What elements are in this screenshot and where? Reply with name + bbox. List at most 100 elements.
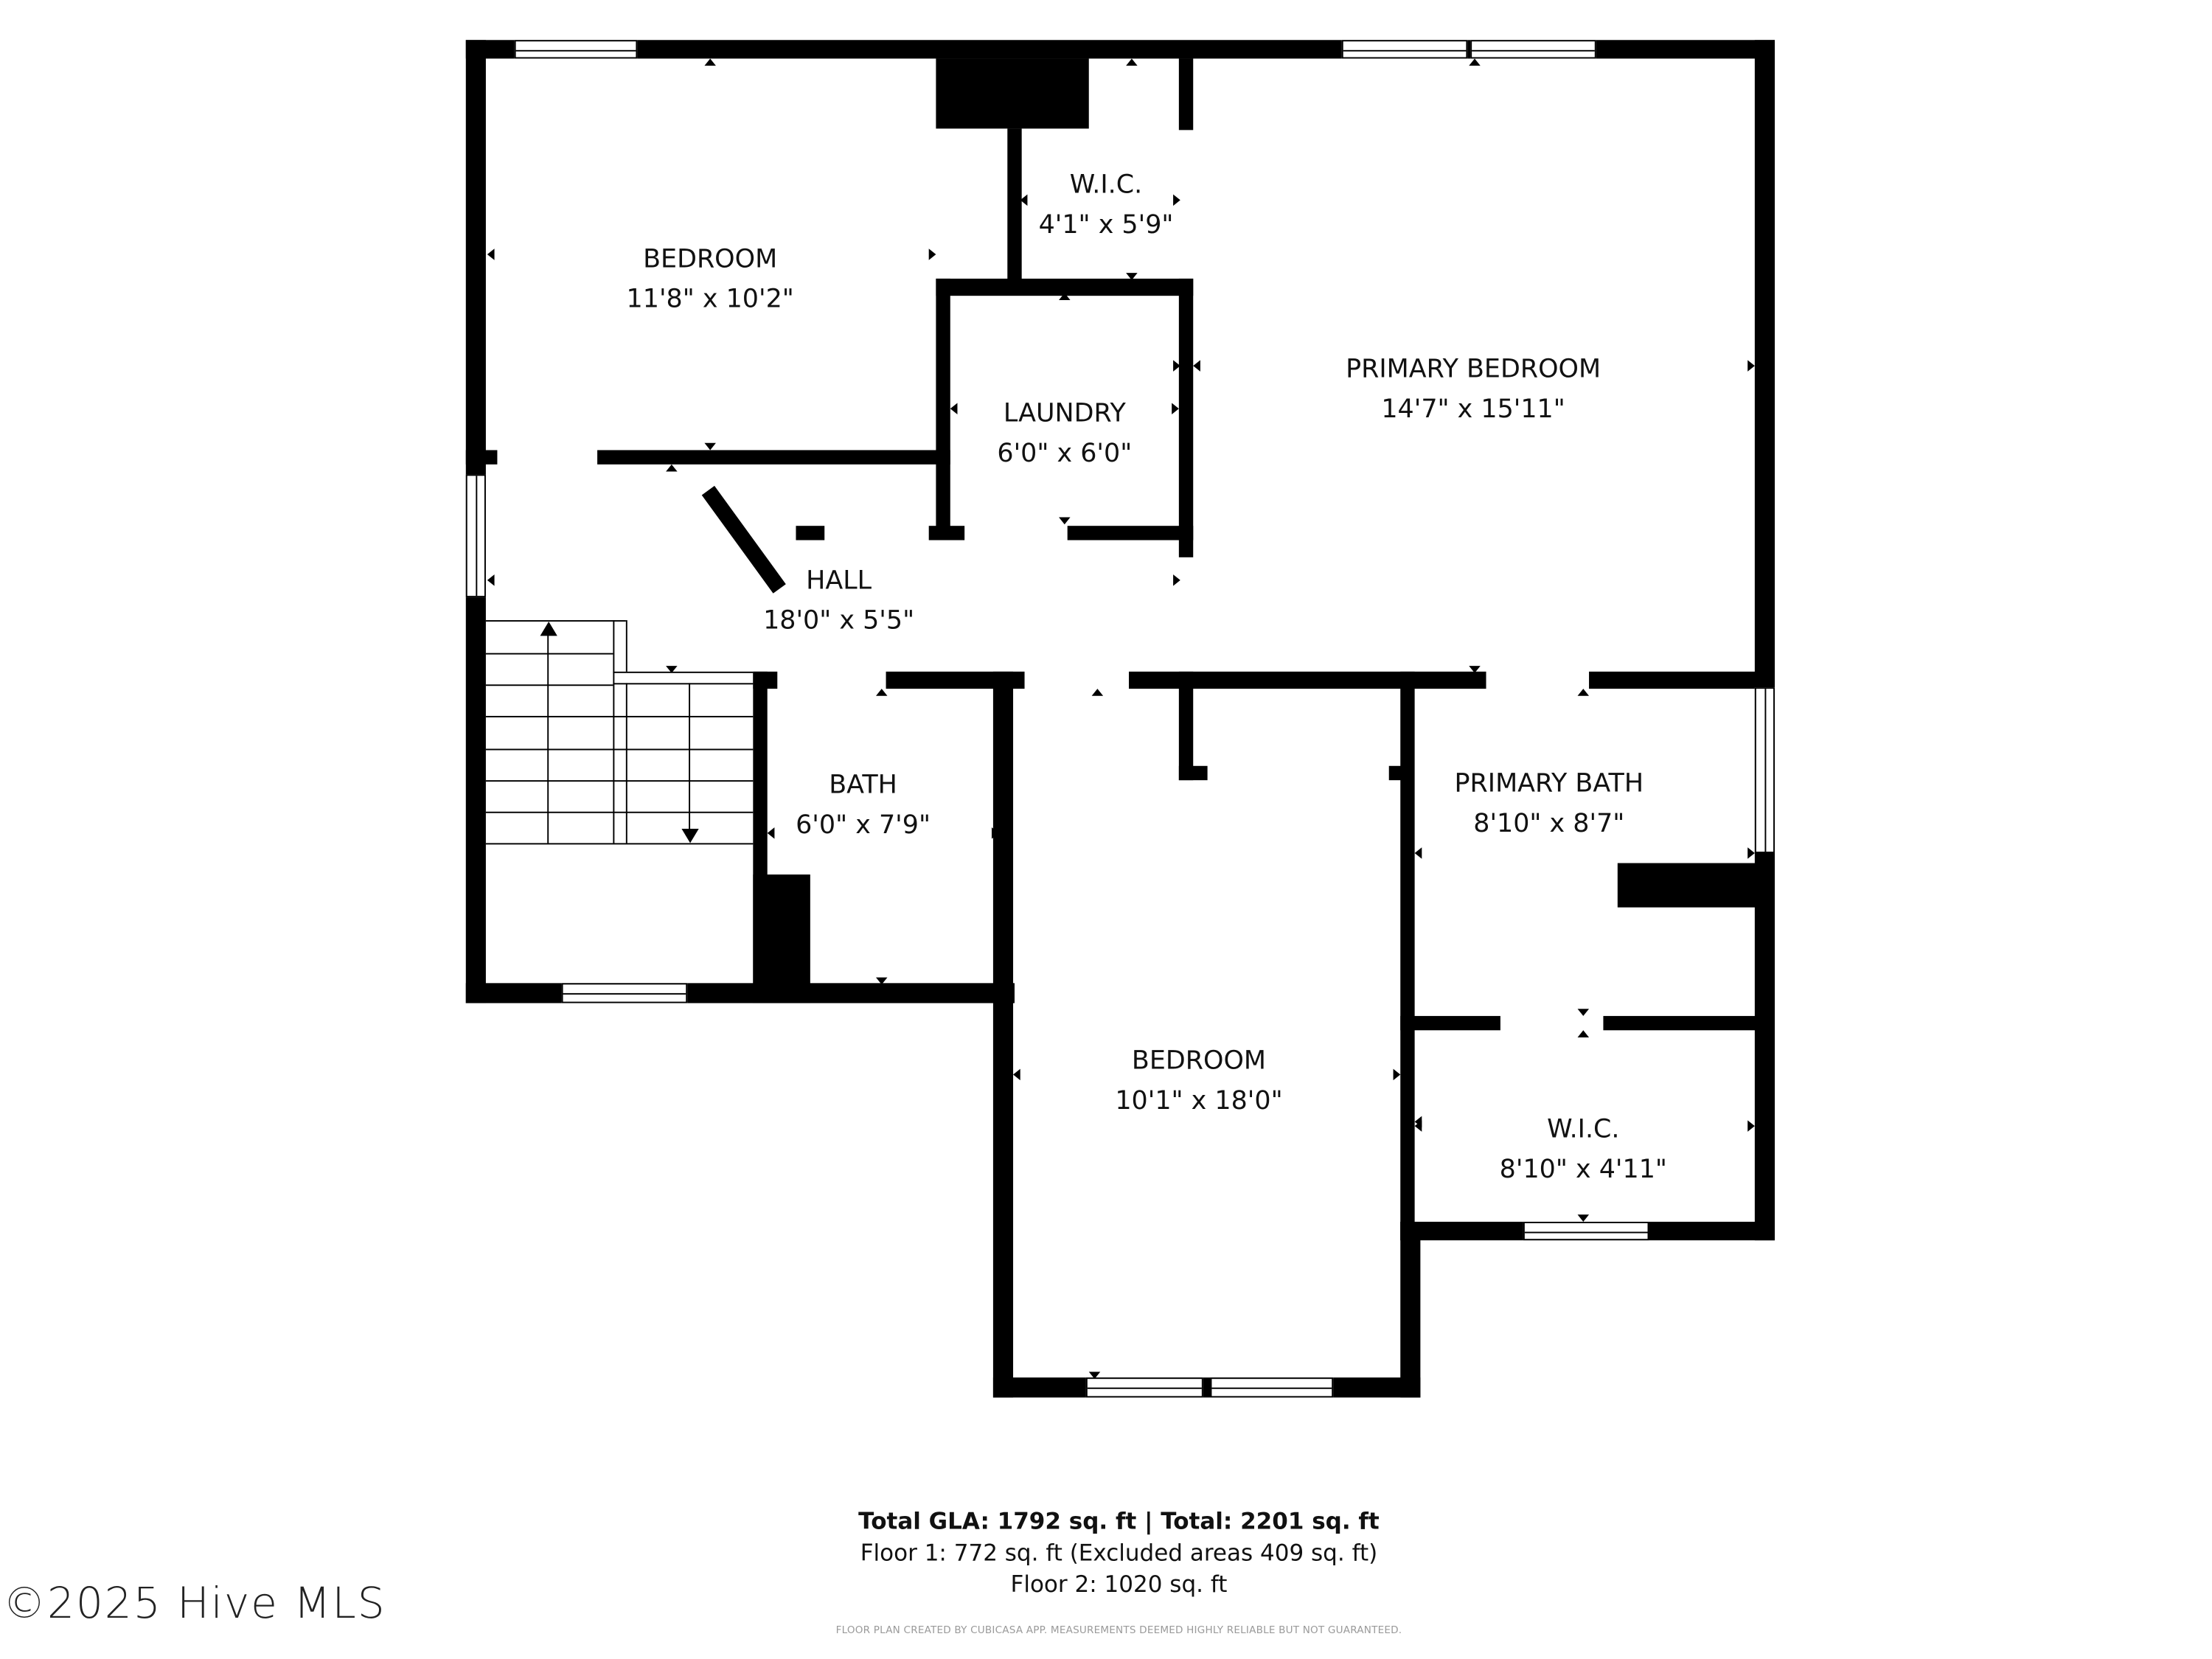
floor1-area: Floor 1: 772 sq. ft (Excluded areas 409 … [860,1539,1378,1567]
dimension-marker-icon [1747,1120,1755,1132]
window-primary-bath [1754,687,1775,853]
dimension-marker-icon [704,58,716,66]
bath-block [753,874,810,1004]
dimension-marker-icon [1173,360,1180,372]
dimension-marker-icon [1013,1068,1020,1081]
wall-bedroom1-bottom-b [597,450,950,465]
room-dimensions: 8'10" x 4'11" [1499,1154,1667,1185]
room-name: W.I.C. [1547,1114,1620,1145]
dimension-marker-icon [1172,403,1179,415]
dimension-marker-icon [991,827,999,839]
dimension-marker-icon [1414,847,1422,859]
room-label-wic-2: W.I.C. 8'10" x 4'11" [1500,1110,1667,1191]
room-label-wic-1: W.I.C. 4'1" x 5'9" [1039,166,1174,246]
wall-wic1-left [1007,128,1022,293]
dimension-marker-icon [928,248,936,260]
dimension-marker-icon [1393,1068,1401,1081]
window-primary-bedroom-b [1470,40,1596,59]
dimension-marker-icon [950,403,958,415]
room-dimensions: 18'0" x 5'5" [763,605,915,636]
wall-wic2-top-a [1400,1015,1500,1031]
wall-hall-bottom-b [886,671,1025,689]
room-dimensions: 6'0" x 7'9" [796,810,931,841]
room-dimensions: 6'0" x 6'0" [997,438,1133,469]
dimension-marker-icon [875,689,888,696]
room-name: PRIMARY BEDROOM [1346,354,1601,385]
room-name: PRIMARY BATH [1454,768,1644,799]
room-dimensions: 8'10" x 8'7" [1473,808,1625,839]
wall-closet-left [1178,671,1194,781]
room-dimensions: 4'1" x 5'9" [1038,209,1174,240]
window-wic2 [1523,1221,1649,1241]
dimension-marker-icon [1173,574,1180,586]
window-bedroom2-a [1085,1377,1203,1398]
wall-bedroom2-right-lower [1400,1221,1421,1398]
wall-bedroom1-bottom-a [465,450,498,465]
stair-arrow-down-icon [681,829,699,844]
wall-bedroom2-bottom [992,1377,1421,1398]
dimension-marker-icon [487,248,495,260]
dimension-marker-icon [1020,194,1028,206]
room-label-bath: BATH 6'0" x 7'9" [796,766,931,846]
window-bedroom2-b [1210,1377,1334,1398]
area-summary: Total GLA: 1792 sq. ft | Total: 2201 sq.… [858,1506,1380,1601]
dimension-marker-icon [666,666,678,673]
dimension-marker-icon [1469,666,1481,673]
room-label-bedroom-2: BEDROOM 10'1" x 18'0" [1115,1042,1282,1122]
stair-arrow-down-line [689,683,691,832]
wall-laundry-bottom-a [796,526,825,540]
wall-primary-bath-left [1400,671,1415,1241]
watermark: ©2025 Hive MLS [2,1579,386,1630]
primary-bath-block [1617,863,1775,908]
dimension-marker-icon [487,574,495,586]
stair-arrow-up-line [547,628,549,844]
dimension-marker-icon [1577,1009,1590,1016]
window-bedroom1 [514,40,638,59]
dimension-marker-icon [1747,360,1755,372]
dimension-marker-icon [1577,1214,1590,1222]
dimension-marker-icon [1469,58,1481,66]
room-label-primary-bath: PRIMARY BATH 8'10" x 8'7" [1455,765,1644,845]
room-name: HALL [806,566,872,597]
wall-hall-bottom-d [1589,671,1775,689]
wall-laundry-bottom-b [928,526,965,540]
window-stair [561,983,688,1004]
dimension-marker-icon [767,827,775,839]
wall-wic2-top-b [1603,1015,1775,1031]
dimension-marker-icon [1173,194,1180,206]
wall-laundry-bottom-c [1067,526,1194,540]
room-label-hall: HALL 18'0" x 5'5" [763,562,914,642]
wall-right-upper [1754,40,1775,1241]
wall-bedroom1-right [936,278,950,539]
room-name: W.I.C. [1069,170,1143,201]
room-name: BEDROOM [643,244,778,275]
chimney-block [936,58,1089,129]
window-primary-bedroom-a [1341,40,1468,59]
dimension-marker-icon [704,442,716,451]
stair-arrow-up-icon [540,622,557,636]
dimension-marker-icon [1126,58,1138,66]
wall-bottom-left [465,983,1015,1004]
room-name: LAUNDRY [1003,398,1126,429]
room-dimensions: 14'7" x 15'11" [1381,394,1565,425]
window-hall [465,474,486,598]
dimension-marker-icon [1747,847,1755,859]
dimension-marker-icon [666,464,678,472]
room-label-primary-bedroom: PRIMARY BEDROOM 14'7" x 15'11" [1346,350,1601,431]
wall-primary-left-top [1178,58,1194,131]
wall-hall-bottom-c [1129,671,1486,689]
disclaimer: FLOOR PLAN CREATED BY CUBICASA APP. MEAS… [835,1624,1402,1637]
wall-bedroom2-left [992,671,1014,1398]
room-name: BATH [829,770,897,801]
room-dimensions: 11'8" x 10'2" [626,284,794,315]
wall-wic1-bottom [936,278,1194,296]
dimension-marker-icon [1091,689,1104,696]
dimension-marker-icon [1577,1030,1590,1037]
room-dimensions: 10'1" x 18'0" [1115,1085,1283,1116]
room-name: BEDROOM [1131,1046,1267,1077]
dimension-marker-icon [1414,1116,1422,1128]
dimension-marker-icon [1059,517,1071,525]
dimension-marker-icon [1193,360,1200,372]
room-label-laundry: LAUNDRY 6'0" x 6'0" [997,394,1132,475]
